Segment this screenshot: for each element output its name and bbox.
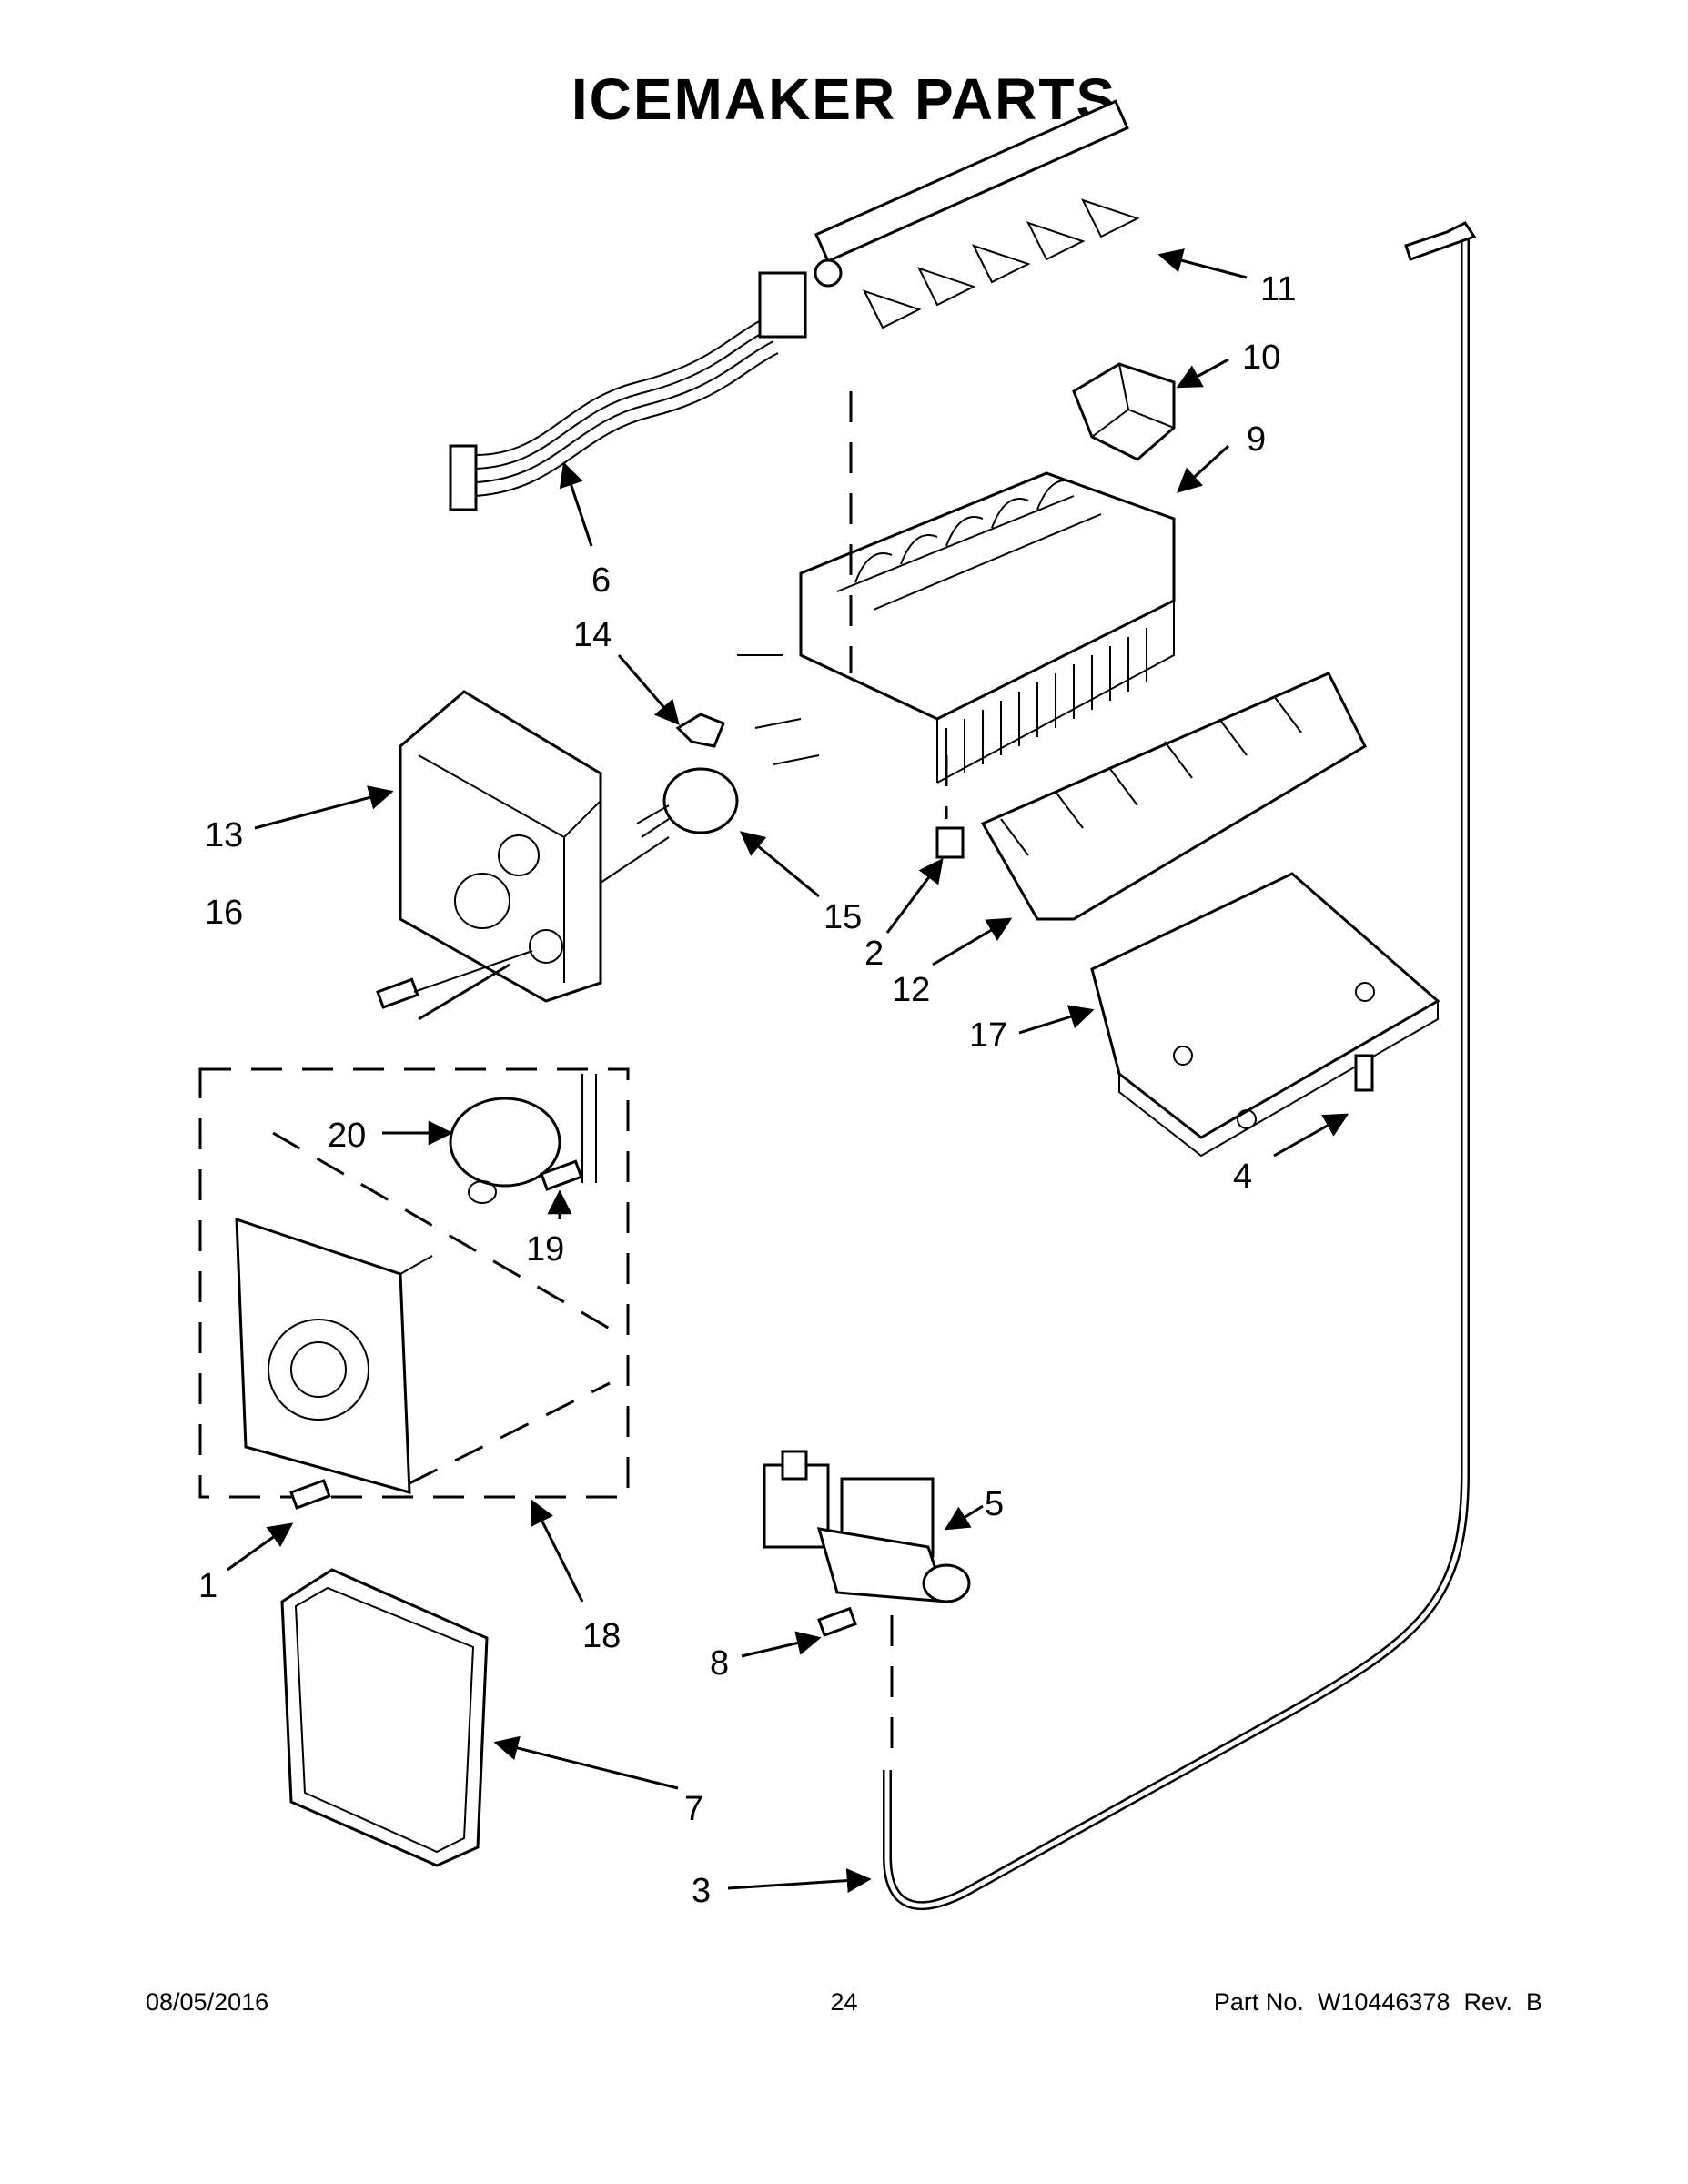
callout-9: 9 <box>1247 420 1266 459</box>
callout-3: 3 <box>692 1872 711 1910</box>
shelf <box>1090 872 1440 1158</box>
screw <box>1354 1054 1374 1092</box>
module-plate <box>235 1217 433 1494</box>
clip <box>935 826 965 859</box>
leader-lines <box>227 248 1349 1894</box>
motor <box>449 1074 597 1204</box>
callout-labels: 11 10 9 6 14 13 15 16 2 12 17 4 20 19 1 … <box>198 270 1296 1910</box>
screw <box>289 1479 331 1510</box>
callout-6: 6 <box>591 561 611 600</box>
ejector <box>814 99 1140 329</box>
assembly-guide-line <box>413 950 533 993</box>
callout-20: 20 <box>328 1117 366 1155</box>
thermostat <box>636 767 739 838</box>
callout-5: 5 <box>985 1485 1004 1523</box>
screw <box>817 1606 857 1637</box>
callout-10: 10 <box>1242 339 1280 377</box>
callout-4: 4 <box>1233 1158 1252 1196</box>
thermostat-clip <box>675 713 725 748</box>
icemaker-mold <box>737 471 1176 784</box>
footer-date: 08/05/2016 <box>146 1988 269 2016</box>
footer-part-number: Part No. W10446378 Rev. B <box>1213 1988 1542 2016</box>
callout-16: 16 <box>205 894 243 932</box>
callout-15: 15 <box>824 898 862 936</box>
callout-1: 1 <box>198 1567 217 1605</box>
callout-7: 7 <box>684 1790 703 1828</box>
callout-13: 13 <box>205 816 243 854</box>
assembly-guide-line <box>272 1131 611 1330</box>
callout-2: 2 <box>864 935 884 973</box>
callout-14: 14 <box>573 616 612 654</box>
screw <box>540 1159 583 1191</box>
screw <box>376 977 419 1009</box>
module-assembly-box <box>198 1067 630 1499</box>
page-title: ICEMAKER PARTS <box>571 66 1117 132</box>
water-tube <box>883 221 1477 1911</box>
assembly-guide-line <box>600 836 670 884</box>
callout-17: 17 <box>969 1016 1007 1055</box>
callout-19: 19 <box>526 1230 564 1269</box>
icemaker-cover <box>280 1568 489 1867</box>
water-valve <box>763 1450 971 1603</box>
wire-harness <box>449 271 807 511</box>
assembly-guide-line <box>409 1381 611 1485</box>
callout-11: 11 <box>1260 270 1296 308</box>
callout-12: 12 <box>892 971 930 1009</box>
fill-cup <box>1072 362 1176 461</box>
callout-8: 8 <box>710 1644 729 1683</box>
control-housing <box>399 690 602 1003</box>
ice-stripper <box>980 672 1367 921</box>
callout-18: 18 <box>582 1617 621 1655</box>
footer-page-number: 24 <box>830 1988 858 2016</box>
